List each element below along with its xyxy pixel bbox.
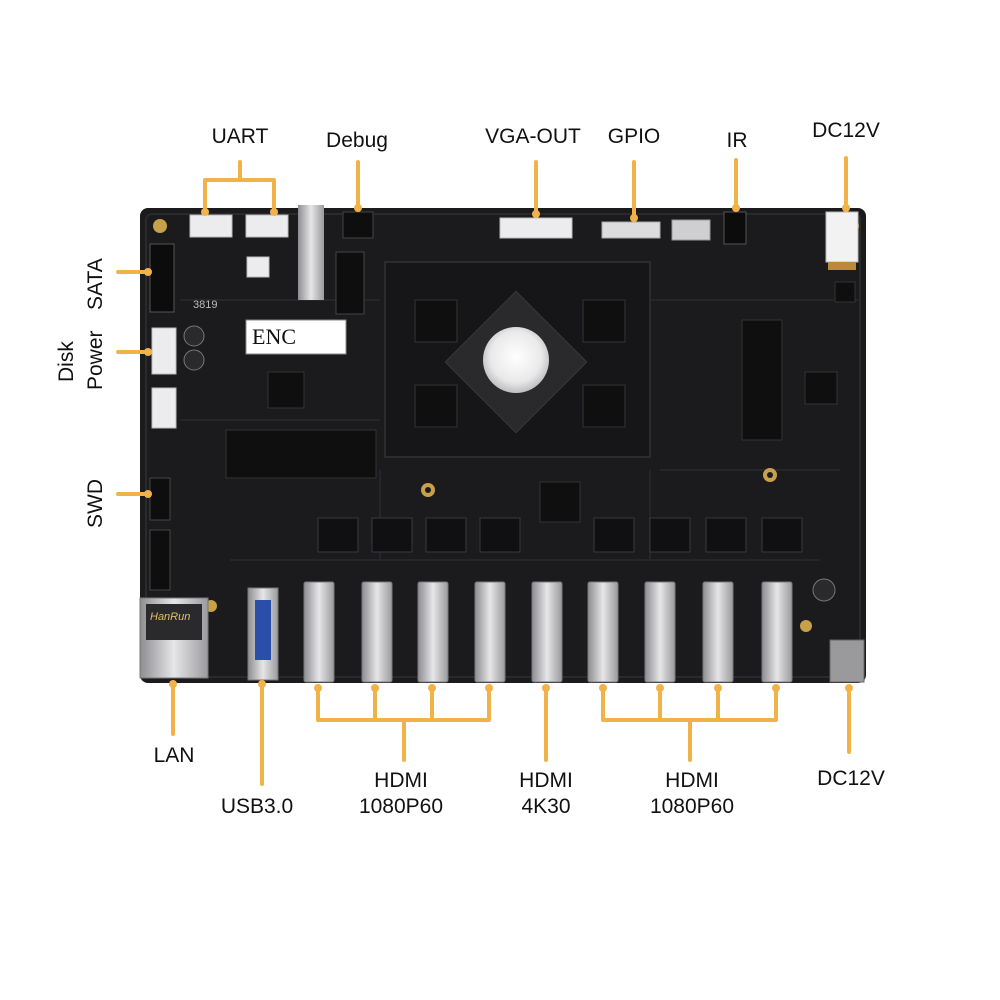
sata-connector <box>149 243 175 313</box>
label-hdmi-right: HDMI 1080P60 <box>650 768 734 821</box>
label-lan: LAN <box>153 744 195 767</box>
ir-receiver <box>723 211 747 245</box>
label-hdmi-left-line1: HDMI <box>374 769 428 792</box>
label-dc12v-bottom: DC12V <box>817 767 885 790</box>
uart-connectors <box>189 214 289 238</box>
label-hdmi-left: HDMI 1080P60 <box>359 768 443 821</box>
disk-power-connector <box>151 327 177 375</box>
label-ir: IR <box>726 129 748 152</box>
hdmi-ports <box>303 581 793 683</box>
label-power: Power <box>84 330 107 390</box>
label-vga-out: VGA-OUT <box>485 125 581 148</box>
label-dc12v-top: DC12V <box>812 119 880 142</box>
swd-header <box>149 477 171 521</box>
label-hdmi-mid-line2: 4K30 <box>521 795 571 819</box>
label-debug: Debug <box>326 129 388 152</box>
debug-header <box>342 211 374 239</box>
label-sata: SATA <box>84 258 107 310</box>
label-uart: UART <box>211 125 269 148</box>
label-usb3: USB3.0 <box>220 795 294 818</box>
soc-heatsink <box>483 327 549 393</box>
label-hdmi-mid: HDMI 4K30 <box>519 768 573 821</box>
label-hdmi-left-line2: 1080P60 <box>358 795 444 819</box>
label-gpio: GPIO <box>607 125 661 148</box>
logo-box <box>245 319 347 355</box>
dc12v-top-connector <box>825 211 859 263</box>
callout-lines <box>116 156 851 786</box>
dc12v-jack <box>829 639 865 683</box>
label-swd: SWD <box>84 479 107 528</box>
board-silk-3819: 3819 <box>193 299 218 311</box>
label-disk: Disk <box>55 341 78 382</box>
vga-out-connector <box>499 217 573 239</box>
gpio-connector <box>601 221 661 239</box>
label-hdmi-right-line2: 1080P60 <box>649 795 735 819</box>
label-hdmi-right-line1: HDMI <box>665 769 719 792</box>
small-connector <box>246 256 270 278</box>
board-logo-text: ENC <box>252 324 296 349</box>
memory-chips <box>414 299 626 428</box>
label-hdmi-mid-line1: HDMI <box>519 769 573 792</box>
lan-jack-brand: HanRun <box>150 611 191 623</box>
capacitors <box>183 325 836 602</box>
misc-chips <box>225 281 856 523</box>
hdmi-driver-chips <box>317 517 803 553</box>
usb-vertical-connector <box>298 205 324 300</box>
